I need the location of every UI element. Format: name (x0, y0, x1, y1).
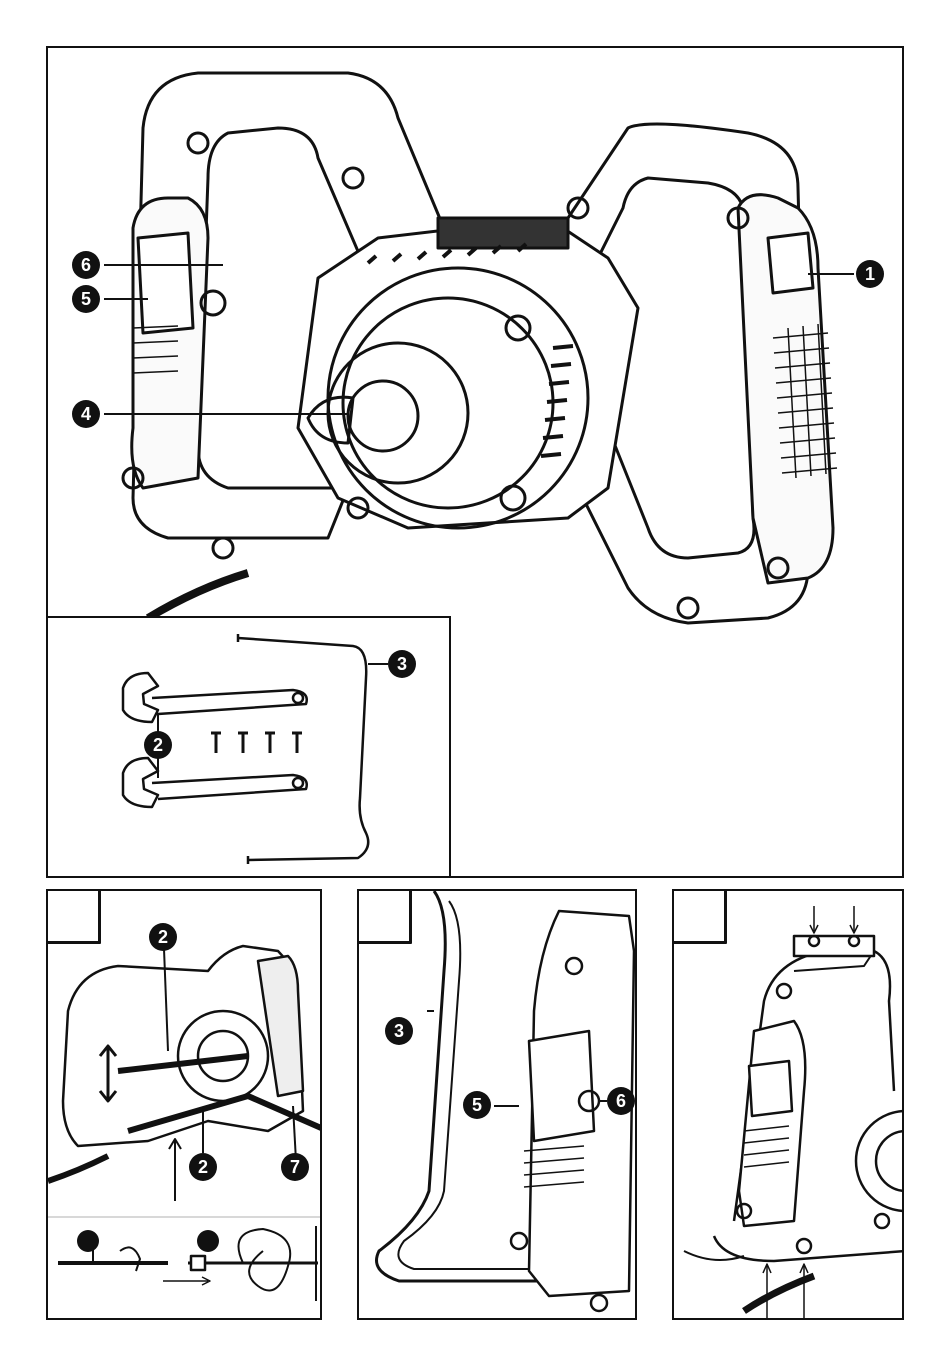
step-3-drawing (674, 891, 904, 1320)
step-1-drawing (48, 891, 322, 1320)
step-1-callout-b: 2 (189, 1153, 217, 1181)
wrench-upper (123, 673, 307, 722)
gearbox-face (343, 298, 553, 508)
step-2-callout-c: 6 (607, 1087, 635, 1115)
top-vent (438, 218, 568, 248)
clip-holder (138, 233, 193, 333)
step-panel-2: 3 5 6 (357, 889, 637, 1320)
gear-head-partial (856, 1111, 904, 1211)
power-cable (148, 573, 248, 618)
callout-3: 3 (388, 650, 416, 678)
step-1-callout-a: 2 (149, 923, 177, 951)
step-2-callout-b: 5 (463, 1091, 491, 1119)
accessories-panel: 3 2 (46, 616, 451, 878)
step-1-callout-c: 7 (281, 1153, 309, 1181)
callout-1: 1 (856, 260, 884, 288)
mixing-paddle-sub (239, 1229, 291, 1291)
clip-holder (529, 1031, 594, 1141)
handle-grip (739, 1021, 805, 1226)
step-2-callout-a: 3 (385, 1017, 413, 1045)
sub-step-dot-b (197, 1230, 219, 1252)
power-switch (768, 233, 813, 293)
callout-6: 6 (72, 251, 100, 279)
callout-5: 5 (72, 285, 100, 313)
callout-4: 4 (72, 400, 100, 428)
step-panel-1: 2 2 7 (46, 889, 322, 1320)
step-panel-3 (672, 889, 904, 1320)
screws (211, 733, 302, 753)
mixing-paddle (238, 638, 368, 860)
sub-step-dot-a (77, 1230, 99, 1252)
step-2-drawing (359, 891, 637, 1320)
callout-2: 2 (144, 731, 172, 759)
wrench-lower (123, 758, 307, 807)
clip-holder (749, 1061, 792, 1116)
